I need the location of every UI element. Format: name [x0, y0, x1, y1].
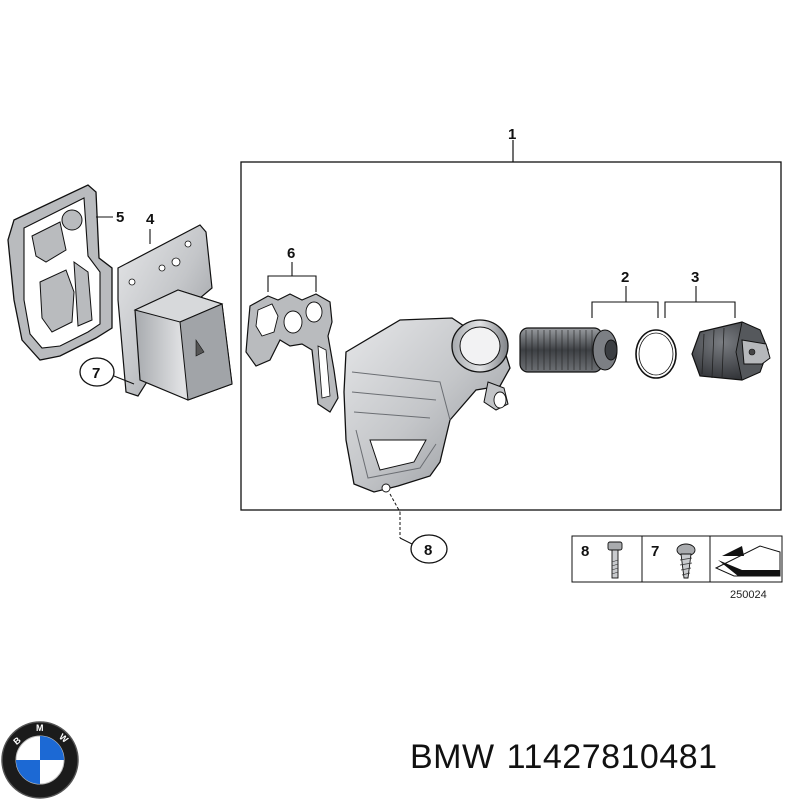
callout-8-bubble	[389, 493, 448, 564]
legend-number-7: 7	[651, 543, 659, 560]
filter-cap-part-3	[691, 321, 771, 381]
oil-cooler-part-4	[117, 224, 233, 401]
callout-5: 5	[116, 209, 124, 226]
o-ring	[635, 329, 677, 379]
part-number: 11427810481	[506, 738, 718, 776]
arrow-symbol-icon	[714, 545, 781, 577]
assembly-frame	[240, 140, 782, 511]
bmw-logo-icon: B M W	[1, 721, 79, 799]
screw-icon	[676, 543, 696, 579]
brand-name: BMW	[410, 738, 495, 776]
callout-8: 8	[424, 542, 432, 559]
svg-text:B: B	[11, 735, 23, 747]
gasket-part-6	[245, 293, 339, 413]
callout-3: 3	[691, 269, 699, 286]
bolt-icon	[607, 541, 623, 579]
callout-7-bubble	[79, 357, 135, 387]
callout-7: 7	[92, 365, 100, 382]
gasket-part-5	[7, 184, 113, 361]
filter-element-part-2	[519, 327, 618, 373]
part-number-caption: BMW 11427810481	[410, 738, 790, 777]
svg-text:M: M	[36, 723, 44, 733]
callout-6: 6	[287, 245, 295, 262]
callout-1: 1	[508, 126, 516, 143]
callout-2: 2	[621, 269, 629, 286]
drawing-number: 250024	[730, 589, 767, 601]
legend-number-8: 8	[581, 543, 589, 560]
callout-4: 4	[146, 211, 155, 228]
oil-filter-housing	[343, 317, 511, 493]
